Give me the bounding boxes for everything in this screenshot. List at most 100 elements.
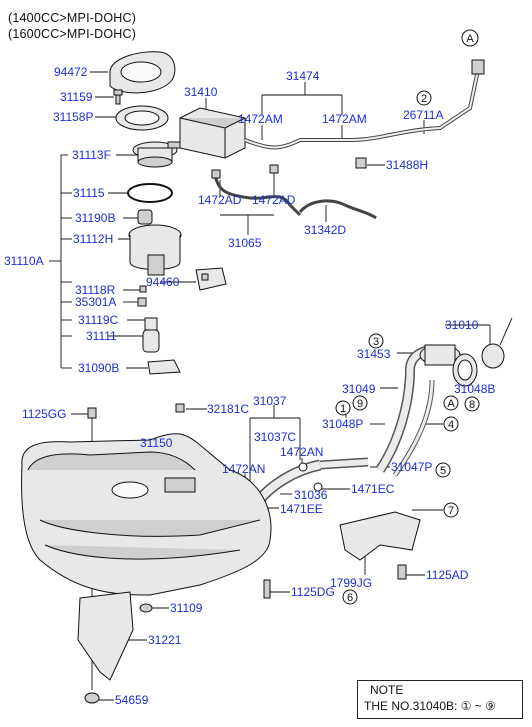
part-1472AD-right[interactable]: 1472AD bbox=[252, 193, 296, 207]
bolt-32181C bbox=[175, 403, 185, 413]
bolt-1125GG bbox=[87, 407, 97, 419]
canister-31410 bbox=[179, 107, 246, 159]
part-31410[interactable]: 31410 bbox=[184, 85, 218, 99]
part-54659[interactable]: 54659 bbox=[115, 693, 149, 707]
screw-31159 bbox=[113, 89, 123, 105]
hose-31047P bbox=[319, 457, 369, 470]
part-1125DG[interactable]: 1125DG bbox=[291, 585, 335, 599]
nut-31109 bbox=[139, 603, 153, 613]
hose-31065 bbox=[211, 164, 302, 217]
part-31474[interactable]: 31474 bbox=[286, 69, 320, 83]
part-31453[interactable]: 31453 bbox=[357, 347, 391, 361]
bolt-1125AD bbox=[397, 564, 407, 580]
callout-3: 3 bbox=[368, 333, 384, 349]
callout-8: 8 bbox=[464, 396, 480, 412]
pump-31111 bbox=[142, 317, 160, 353]
callout-A-top: A bbox=[461, 29, 479, 47]
part-31109[interactable]: 31109 bbox=[170, 601, 203, 615]
pump-body-31112H bbox=[128, 224, 182, 276]
part-1125GG[interactable]: 1125GG bbox=[22, 407, 67, 421]
engine-variant-1: (1400CC>MPI-DOHC) bbox=[8, 11, 137, 25]
pump-flange-31113F bbox=[132, 141, 181, 168]
callout-6-label: 6 bbox=[347, 592, 353, 604]
part-1472AM-right[interactable]: 1472AM bbox=[322, 112, 367, 126]
part-31036[interactable]: 31036 bbox=[294, 488, 328, 502]
part-31150[interactable]: 31150 bbox=[140, 436, 173, 450]
small-parts-31118R bbox=[137, 285, 147, 307]
sender-94460 bbox=[195, 267, 227, 291]
callout-8-label: 8 bbox=[469, 399, 475, 411]
hose-31342D bbox=[298, 199, 377, 220]
part-31118R[interactable]: 31118R bbox=[75, 283, 116, 297]
part-1799JG[interactable]: 1799JG bbox=[330, 576, 373, 590]
part-1471EE[interactable]: 1471EE bbox=[280, 502, 323, 516]
fuel-tank-31150 bbox=[21, 433, 272, 596]
part-35301A[interactable]: 35301A bbox=[75, 295, 117, 309]
engine-variant-2: (1600CC>MPI-DOHC) bbox=[8, 27, 137, 41]
part-31047P[interactable]: 31047P bbox=[391, 460, 433, 474]
part-31159[interactable]: 31159 bbox=[60, 90, 93, 104]
filter-31190B bbox=[137, 209, 153, 225]
part-31119C[interactable]: 31119C bbox=[78, 313, 119, 327]
note-text: THE NO.31040B: ① ~ ⑨ bbox=[364, 699, 496, 713]
part-1125AD[interactable]: 1125AD bbox=[426, 568, 469, 582]
part-31010[interactable]: 31010 bbox=[445, 318, 479, 332]
callout-4: 4 bbox=[443, 416, 459, 432]
part-1472AN-left[interactable]: 1472AN bbox=[222, 462, 266, 476]
part-31115[interactable]: 31115 bbox=[73, 186, 105, 200]
part-31110A[interactable]: 31110A bbox=[4, 254, 44, 268]
part-1472AD-left[interactable]: 1472AD bbox=[198, 193, 242, 207]
strainer-31090B bbox=[147, 359, 181, 375]
part-94472[interactable]: 94472 bbox=[54, 65, 88, 79]
callout-7: 7 bbox=[443, 502, 459, 518]
callout-A-top-label: A bbox=[466, 33, 474, 45]
callout-3-label: 3 bbox=[373, 336, 379, 348]
part-26711A[interactable]: 26711A bbox=[403, 108, 444, 122]
callout-1: 1 bbox=[335, 400, 351, 416]
callout-2: 2 bbox=[416, 90, 432, 106]
callout-5-label: 5 bbox=[440, 465, 446, 477]
part-31221[interactable]: 31221 bbox=[148, 633, 182, 647]
callout-1-label: 1 bbox=[340, 403, 346, 415]
part-1472AN-right[interactable]: 1472AN bbox=[280, 445, 324, 459]
note-title: NOTE bbox=[370, 683, 404, 697]
bracket-1799JG bbox=[339, 511, 421, 561]
part-31190B[interactable]: 31190B bbox=[75, 211, 116, 225]
part-31111[interactable]: 31111 bbox=[86, 329, 117, 343]
part-1472AM-left[interactable]: 1472AM bbox=[238, 112, 283, 126]
part-31090B[interactable]: 31090B bbox=[78, 361, 120, 375]
part-31048P[interactable]: 31048P bbox=[322, 417, 364, 431]
part-94460[interactable]: 94460 bbox=[146, 275, 180, 289]
part-31037[interactable]: 31037 bbox=[253, 394, 287, 408]
callout-4-label: 4 bbox=[448, 419, 454, 431]
nut-54659 bbox=[84, 692, 100, 704]
part-31065[interactable]: 31065 bbox=[228, 236, 262, 250]
callout-6: 6 bbox=[342, 589, 358, 605]
oring-31115 bbox=[127, 183, 173, 203]
part-31049[interactable]: 31049 bbox=[342, 382, 376, 396]
callout-A-mid-label: A bbox=[447, 398, 455, 410]
ring-31158P bbox=[115, 105, 169, 131]
filler-neck-31010 bbox=[375, 317, 513, 477]
bolt-1125DG bbox=[263, 579, 271, 599]
part-1471EC[interactable]: 1471EC bbox=[351, 482, 395, 496]
callout-A-mid: A bbox=[443, 395, 459, 411]
gasket-94472 bbox=[109, 51, 176, 94]
part-31037C[interactable]: 31037C bbox=[254, 430, 297, 444]
callout-9-label: 9 bbox=[357, 398, 363, 410]
clip-31488H bbox=[355, 157, 367, 169]
callout-5: 5 bbox=[435, 462, 451, 478]
part-31112H[interactable]: 31112H bbox=[73, 232, 114, 246]
part-31113F[interactable]: 31113F bbox=[72, 148, 111, 162]
part-32181C[interactable]: 32181C bbox=[207, 402, 250, 416]
callout-7-label: 7 bbox=[448, 505, 454, 517]
part-31048B[interactable]: 31048B bbox=[454, 382, 496, 396]
callout-2-label: 2 bbox=[421, 93, 427, 105]
part-31342D[interactable]: 31342D bbox=[304, 223, 347, 237]
callout-9: 9 bbox=[352, 395, 368, 411]
leader-lines bbox=[49, 71, 491, 701]
part-31488H[interactable]: 31488H bbox=[386, 158, 429, 172]
part-31158P[interactable]: 31158P bbox=[53, 110, 94, 124]
note-box: NOTE THE NO.31040B: ① ~ ⑨ bbox=[357, 680, 523, 719]
